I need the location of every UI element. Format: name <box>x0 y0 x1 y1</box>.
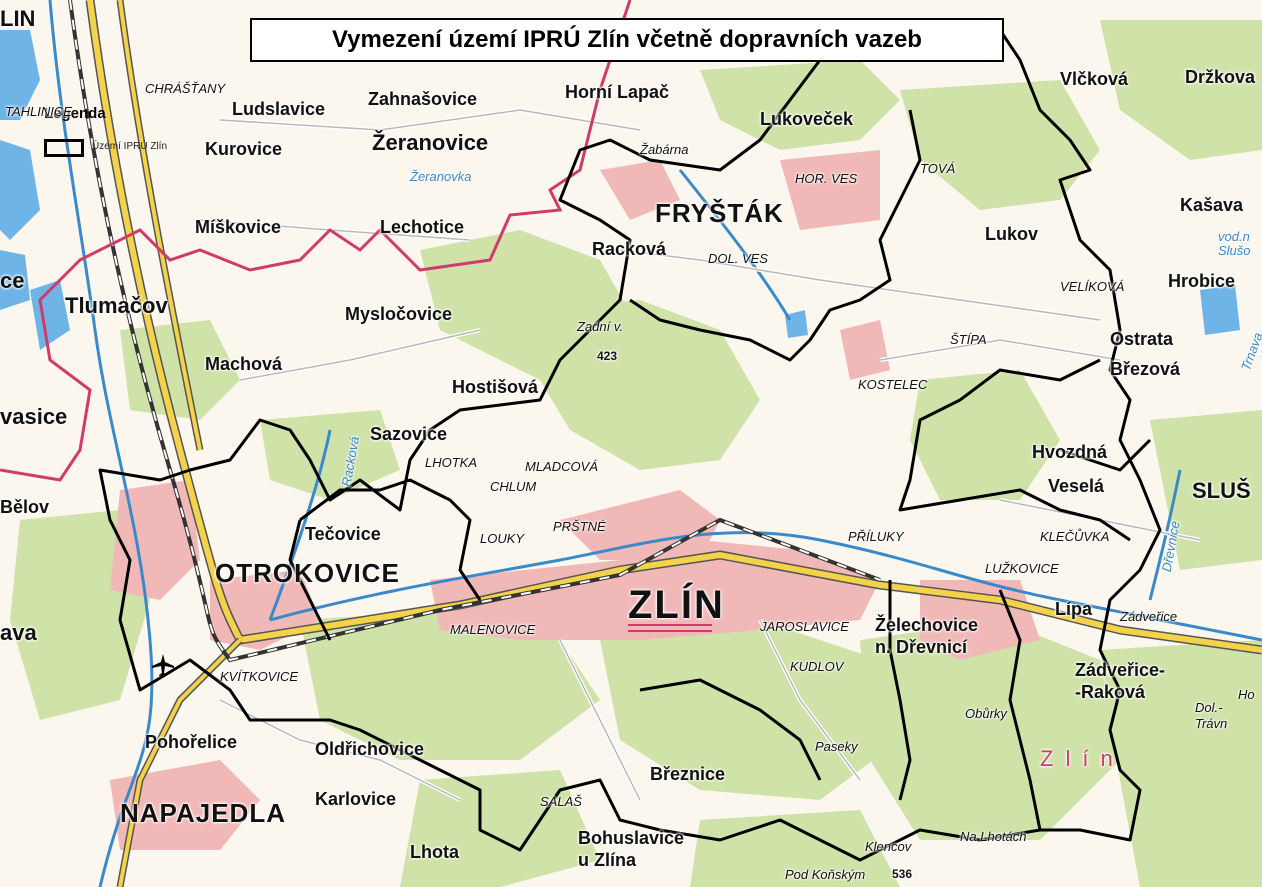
label-frystak: FRYŠTÁK <box>655 198 784 228</box>
label-ludslavice: Ludslavice <box>232 99 326 119</box>
label-pohorelice: Pohořelice <box>145 732 238 752</box>
label-zelechovice: Želechovice n. Dřevnicí <box>875 615 979 657</box>
label-zeranovka: Žeranovka <box>410 169 472 184</box>
label-myslocovice: Mysločovice <box>345 304 453 324</box>
label-vesela: Veselá <box>1048 476 1105 496</box>
label-hostisova: Hostišová <box>452 377 539 397</box>
label-lukovecek: Lukoveček <box>760 109 854 129</box>
label-kurovice: Kurovice <box>205 139 283 159</box>
label-drzkova: Držkova <box>1185 67 1256 87</box>
label-kvitkovice: KVÍTKOVICE <box>220 669 299 684</box>
district-boundary <box>0 0 632 482</box>
label-hvozdna: Hvozdná <box>1032 442 1108 462</box>
label-oburky: Obůrky <box>965 706 1007 721</box>
label-lhota: Lhota <box>410 842 459 862</box>
railways <box>68 0 881 663</box>
label-zadverice: Zádveřice <box>1120 609 1178 624</box>
label-tecovice: Tečovice <box>305 524 381 544</box>
label-belov: Bělov <box>0 497 50 517</box>
label-vod-nadrz-slusovice: vod.n Slušo <box>1218 229 1251 259</box>
label-tahlinice: TAHLINICE <box>5 104 72 119</box>
ipru-boundary <box>98 18 1162 862</box>
label-karlovice: Karlovice <box>315 789 397 809</box>
label-mladcova: MLADCOVÁ <box>525 459 598 474</box>
label-klecuvka: KLEČŮVKA <box>1040 529 1110 544</box>
legend: Legenda Území IPRÚ Zlín <box>44 105 167 165</box>
label-otrokovice: OTROKOVICE <box>215 558 400 588</box>
label-sazovice: Sazovice <box>370 424 448 444</box>
label-lukov: Lukov <box>985 224 1039 244</box>
label-louky: LOUKY <box>480 531 525 546</box>
label-klencov: Klencov <box>865 839 912 854</box>
label-dolni-ves: DOL. VES <box>708 251 768 266</box>
label-vasice: vasice <box>0 404 68 429</box>
label-vlckova: Vlčková <box>1060 69 1129 89</box>
label-alt-423: 423 <box>597 349 618 363</box>
map-title: Vymezení území IPRÚ Zlín včetně dopravní… <box>250 18 1004 62</box>
label-kostelec: KOSTELEC <box>858 377 928 392</box>
legend-label-ipru: Území IPRÚ Zlín <box>92 141 168 152</box>
label-stipa: ŠTÍPA <box>950 332 987 347</box>
label-zlin-district: Zlín <box>1040 746 1125 771</box>
label-slus: SLUŠ <box>1192 478 1251 503</box>
label-ava: ava <box>0 620 37 645</box>
forest-areas <box>10 20 1262 887</box>
label-na-lhotach: Na Lhotách <box>960 829 1027 844</box>
label-lin: LIN <box>0 6 36 31</box>
label-napajedla: NAPAJEDLA <box>120 798 286 828</box>
label-bohuslavice: Bohuslavice u Zlína <box>578 828 685 870</box>
label-ce: ce <box>0 268 25 293</box>
label-zadni-vrch: Zadní v. <box>577 319 624 334</box>
label-zlin: ZLÍN <box>628 583 725 627</box>
label-salas: SALAŠ <box>540 794 582 809</box>
label-paseky: Paseky <box>815 739 858 754</box>
label-rackova: Racková <box>592 239 667 259</box>
label-prstne: PRŠTNÉ <box>553 519 606 534</box>
label-zabarna: Žabárna <box>640 142 689 157</box>
airplane-icon <box>152 654 174 676</box>
label-tova: TOVÁ <box>920 161 956 176</box>
label-kudlov: KUDLOV <box>790 659 844 674</box>
label-chrastany: CHRÁŠŤANY <box>145 81 226 96</box>
label-zahnasovice: Zahnašovice <box>368 89 478 109</box>
label-horni-lapac: Horní Lapač <box>565 82 670 102</box>
label-velikova: VELÍKOVÁ <box>1060 279 1125 294</box>
label-luzkovice: LUŽKOVICE <box>985 561 1059 576</box>
label-lhotka: LHOTKA <box>425 455 478 470</box>
label-tlumacov: Tlumačov <box>65 293 168 318</box>
label-horni-ves: HOR. VES <box>795 171 858 186</box>
label-miskovice: Míškovice <box>195 217 282 237</box>
label-brezova: Březová <box>1110 359 1181 379</box>
label-ho: Ho <box>1238 687 1255 702</box>
legend-title: Legenda <box>44 105 106 122</box>
label-ostrata: Ostrata <box>1110 329 1174 349</box>
water-bodies <box>0 30 1240 350</box>
label-malenovice: MALENOVICE <box>450 622 536 637</box>
label-pod-konskym: Pod Koňským <box>785 867 866 882</box>
zlin-underline <box>628 624 712 632</box>
label-jaroslavice: JAROSLAVICE <box>760 619 849 634</box>
label-kasava: Kašava <box>1180 195 1244 215</box>
label-oldrichovice: Oldřichovice <box>315 739 425 759</box>
label-alt-536: 536 <box>892 867 913 881</box>
label-lechotice: Lechotice <box>380 217 465 237</box>
label-dol-travna: Dol.- Trávn <box>1195 700 1228 731</box>
label-zeranovice: Žeranovice <box>372 130 489 155</box>
label-machova: Machová <box>205 354 283 374</box>
label-chlum: CHLUM <box>490 479 537 494</box>
label-zadverice-rakova: Zádveřice- -Raková <box>1075 660 1166 702</box>
label-breznice: Březnice <box>650 764 726 784</box>
label-hrobice: Hrobice <box>1168 271 1236 291</box>
highways <box>85 0 1262 887</box>
legend-swatch-ipru-boundary <box>44 139 84 157</box>
label-priluky: PŘÍLUKY <box>848 529 904 544</box>
label-lipa: Lípa <box>1055 599 1093 619</box>
